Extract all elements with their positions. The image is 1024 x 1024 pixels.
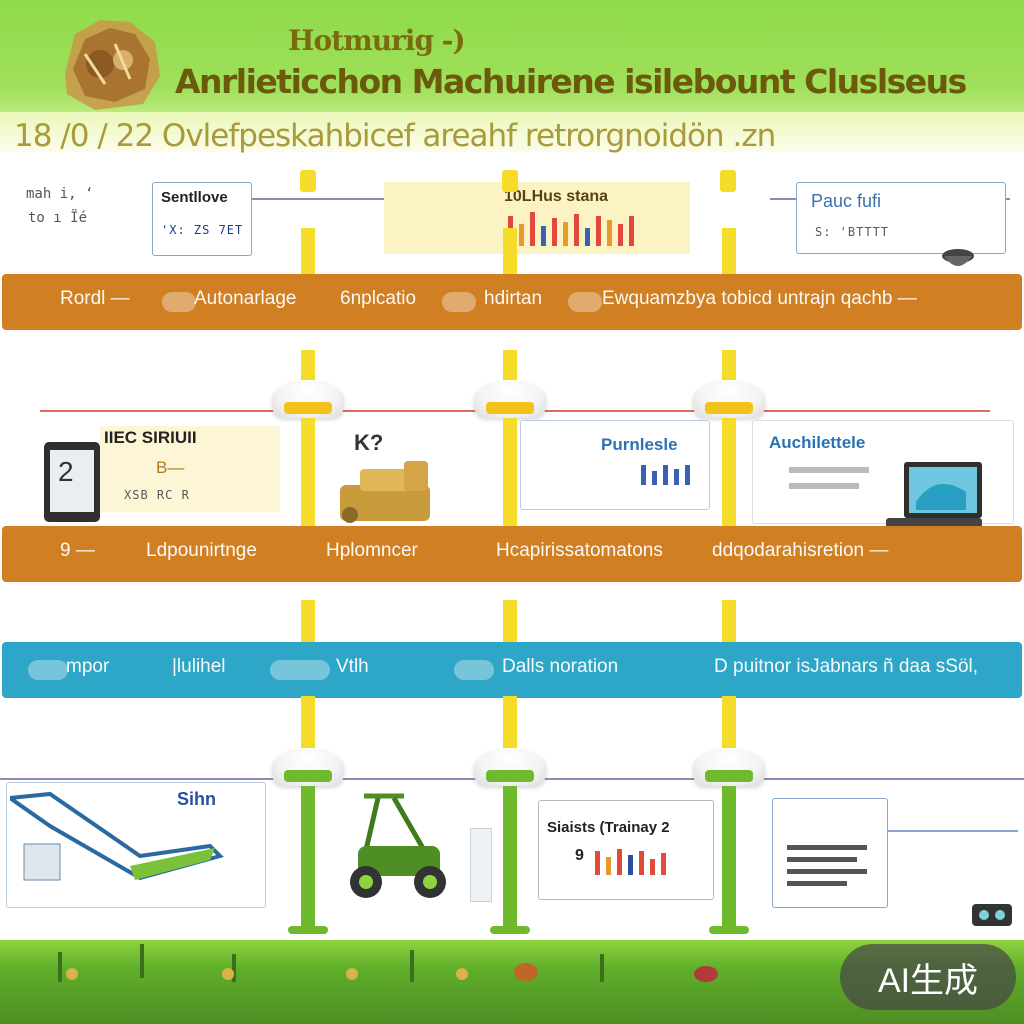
crane-arm-icon [10, 791, 224, 881]
pillar [301, 600, 315, 642]
band-blob [270, 660, 330, 680]
pillar-base [288, 926, 328, 934]
band-label: Rordl — [60, 288, 130, 309]
pin-marker [502, 170, 518, 192]
info-card-statistics: Siaists (Trainay 2 9 [538, 800, 714, 900]
card-title: IIEC SIRIUII [104, 428, 197, 447]
pin-marker [720, 170, 736, 192]
pillar-cap [474, 380, 546, 418]
pillar [301, 350, 315, 380]
pillar-cap [272, 748, 344, 786]
pillar-cap [693, 748, 765, 786]
band-blob [568, 292, 602, 312]
info-card-sensor: Sentllove 'X: ZS 7ET [152, 182, 252, 256]
side-note: to ı Ḯe [28, 210, 88, 226]
header-background [0, 0, 1024, 125]
pillar [503, 600, 517, 642]
pillar [503, 786, 517, 930]
band-label: hdirtan [484, 288, 543, 309]
pillar [503, 350, 517, 380]
band-label: 9 — [60, 540, 95, 561]
field-machinery-icon [58, 944, 718, 982]
band-label: Ldpounirtnge [146, 540, 257, 561]
mini-bar-chart [641, 463, 690, 485]
band-blob [454, 660, 494, 680]
process-band-3: mpor |lulihel Vtlh Dalls noration D puit… [2, 642, 1022, 698]
pillar [301, 786, 315, 930]
page-title: Anrlieticchon Machuirene isilebount Clus… [175, 62, 967, 101]
tractor-icon [350, 793, 446, 898]
tablet-icon: 2 [44, 442, 100, 522]
toaster-machine-icon [340, 461, 430, 523]
pillar [722, 418, 736, 526]
pillar [722, 696, 736, 748]
pillar [722, 786, 736, 930]
info-card-report [772, 798, 888, 908]
band-label: mpor [66, 656, 110, 677]
info-card-station: IIEC SIRIUII B— XSB RC R [100, 426, 280, 512]
band-blob [442, 292, 476, 312]
band-label: |lulihel [172, 656, 226, 677]
pillar [722, 600, 736, 642]
pillar-cap [474, 748, 546, 786]
pin-marker [300, 170, 316, 192]
highlight-panel: 10LHus stana [384, 182, 690, 254]
card-title: Sentllove [161, 189, 228, 206]
pillar [301, 228, 315, 274]
laptop-icon [886, 462, 982, 528]
pillar [503, 228, 517, 274]
pillar [722, 228, 736, 274]
process-band-2: 9 — Ldpounirtnge Hplomncer Hcapirissatom… [2, 526, 1022, 582]
page-subtitle: 18 /0 / 22 Ovlefpeskahbicef areahf retro… [14, 118, 776, 154]
pillar-cap [693, 380, 765, 418]
pillar [301, 696, 315, 748]
card-title: Auchilettele [769, 433, 866, 452]
band-label: Hplomncer [326, 540, 418, 561]
connector-line [888, 830, 1018, 832]
drone-icon [470, 828, 492, 902]
subtitle-background [0, 112, 1024, 152]
card-title: Purnlesle [601, 435, 678, 454]
card-mark: 9 [575, 847, 584, 864]
ai-generated-badge: AI生成 [840, 944, 1016, 1010]
card-text: XSB RC R [124, 488, 190, 502]
pillar [503, 418, 517, 526]
pillar [301, 418, 315, 526]
info-card-crane: Sihn [6, 782, 266, 908]
band-blob [162, 292, 196, 312]
pillar-base [709, 926, 749, 934]
band-label: Hcapirissatomatons [496, 540, 663, 561]
pillar-base [490, 926, 530, 934]
band-label: D puitnor isJabnars ñ daa sSöl, [714, 656, 979, 677]
band-label: Vtlh [336, 656, 369, 677]
side-note: mah i, ‘ [26, 186, 94, 202]
pillar [722, 350, 736, 380]
band-label: Dalls noration [502, 656, 619, 677]
pillar [503, 696, 517, 748]
card-subtitle: B— [156, 458, 185, 477]
wheat-logo-icon [65, 20, 160, 110]
process-band-1: Rordl — Autonarlage 6nplcatio hdirtan Ew… [2, 274, 1022, 330]
mini-bar-chart [595, 847, 666, 875]
card-title: 10LHus stana [504, 188, 609, 205]
band-blob [28, 660, 68, 680]
pillar-cap [272, 380, 344, 418]
mini-bar-chart [508, 212, 634, 246]
card-text: S: 'BTTTT [815, 225, 890, 239]
card-text: 'X: ZS 7ET [161, 223, 244, 237]
bowl-icon [942, 249, 974, 266]
card-title: Pauc fufi [811, 191, 882, 211]
header-kicker: Hotmurig -) [288, 24, 466, 57]
band-label: 6nplcatio [340, 288, 417, 309]
card-title: Siaists (Trainay 2 [547, 819, 670, 836]
info-card-process: Purnlesle [520, 420, 710, 510]
band-label: Autonarlage [194, 288, 297, 309]
sensor-device-icon [972, 904, 1012, 926]
center-mark: K? [354, 430, 384, 455]
band-label: Ewquamzbya tobicd untrajn qachb — [602, 288, 917, 309]
card-title: Sihn [177, 789, 216, 809]
info-card-path: Pauc fufi S: 'BTTTT [796, 182, 1006, 254]
band-label: ddqodarahisretion — [712, 540, 889, 561]
